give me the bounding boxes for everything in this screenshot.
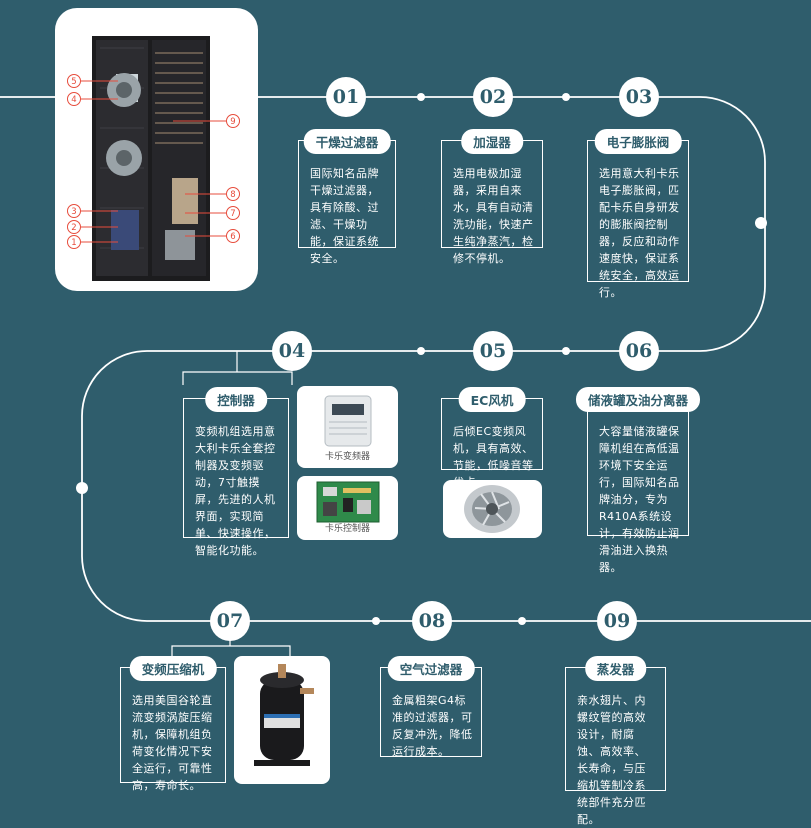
step-number-04: 04 <box>272 331 312 371</box>
step-number-09: 09 <box>597 601 637 641</box>
card-dryer-filter: 干燥过滤器 国际知名品牌干燥过滤器，具有除酸、过滤、干燥功能，保证系统安全。 <box>298 129 396 265</box>
card-title: 干燥过滤器 <box>303 129 391 154</box>
hero-product-card: 5 4 9 3 2 1 8 7 6 <box>55 8 258 291</box>
step-number-06: 06 <box>619 331 659 371</box>
card-text: 亲水翅片、内螺纹管的高效设计，耐腐蚀、高效率、长寿命，与压缩机等制冷系统部件充分… <box>577 694 646 826</box>
callout-7: 7 <box>230 209 235 219</box>
card-text: 金属粗架G4标准的过滤器，可反复冲洗，降低运行成本。 <box>392 694 473 758</box>
callout-2: 2 <box>71 223 76 233</box>
card-title: 控制器 <box>205 387 267 412</box>
variable-frequency-drive-illustration <box>324 395 372 447</box>
step-number-05: 05 <box>473 331 513 371</box>
callout-9: 9 <box>230 117 235 127</box>
photo-caption: 卡乐变频器 <box>324 452 370 462</box>
photo-carel-controller: 卡乐控制器 <box>297 476 398 540</box>
scroll-compressor-illustration <box>254 664 314 766</box>
card-humidifier: 加湿器 选用电极加湿器，采用自来水，具有自动清洗功能，快速产生纯净蒸汽，检修不停… <box>441 129 543 265</box>
card-air-filter: 空气过滤器 金属粗架G4标准的过滤器，可反复冲洗，降低运行成本。 <box>380 656 482 758</box>
card-inverter-compressor: 变频压缩机 选用美国谷轮直流变频涡旋压缩机，保障机组负荷变化情况下安全运行，可靠… <box>120 656 226 792</box>
card-text: 变频机组选用意大利卡乐全套控制器及变频驱动，7寸触摸屏，先进的人机界面，实现简单… <box>195 425 276 557</box>
photo-carel-drive: 卡乐变频器 <box>297 386 398 468</box>
card-controller: 控制器 变频机组选用意大利卡乐全套控制器及变频驱动，7寸触摸屏，先进的人机界面，… <box>183 387 289 557</box>
card-evaporator: 蒸发器 亲水翅片、内螺纹管的高效设计，耐腐蚀、高效率、长寿命，与压缩机等制冷系统… <box>565 656 666 826</box>
card-text: 国际知名品牌干燥过滤器，具有除酸、过滤、干燥功能，保证系统安全。 <box>310 167 379 265</box>
step-number-08: 08 <box>412 601 452 641</box>
card-text: 选用电极加湿器，采用自来水，具有自动清洗功能，快速产生纯净蒸汽，检修不停机。 <box>453 167 534 265</box>
card-title: 加湿器 <box>461 129 523 154</box>
callout-8: 8 <box>230 190 235 200</box>
card-text: 大容量储液罐保障机组在高低温环境下安全运行，国际知名品牌油分，专为R410A系统… <box>599 425 680 574</box>
precision-ac-unit-illustration: 5 4 9 3 2 1 8 7 6 <box>67 36 240 281</box>
photo-caption: 卡乐控制器 <box>324 524 370 534</box>
card-title: EC风机 <box>458 387 526 412</box>
step-number-01: 01 <box>326 77 366 117</box>
step-number-03: 03 <box>619 77 659 117</box>
ec-fan-illustration <box>464 485 520 533</box>
step-number-02: 02 <box>473 77 513 117</box>
callout-1: 1 <box>71 238 76 248</box>
card-title: 电子膨胀阀 <box>594 129 682 154</box>
callout-5: 5 <box>71 77 76 87</box>
card-liquid-receiver-oil-separator: 储液罐及油分离器 大容量储液罐保障机组在高低温环境下安全运行，国际知名品牌油分，… <box>575 387 701 574</box>
card-electronic-expansion-valve: 电子膨胀阀 选用意大利卡乐电子膨胀阀，匹配卡乐自身研发的膨胀阀控制器，反应和动作… <box>587 129 689 299</box>
card-text: 选用意大利卡乐电子膨胀阀，匹配卡乐自身研发的膨胀阀控制器，反应和动作速度快，保证… <box>599 167 680 299</box>
photo-compressor <box>234 656 330 784</box>
callout-4: 4 <box>71 95 76 105</box>
callout-6: 6 <box>230 232 235 242</box>
card-text: 选用美国谷轮直流变频涡旋压缩机，保障机组负荷变化情况下安全运行，可靠性高，寿命长… <box>132 694 213 792</box>
callout-3: 3 <box>71 207 76 217</box>
step-number-07: 07 <box>210 601 250 641</box>
card-ec-fan: EC风机 后倾EC变频风机，具有高效、节能，低噪音等优点。 <box>441 387 543 489</box>
card-title: 储液罐及油分离器 <box>575 387 701 412</box>
card-title: 蒸发器 <box>584 656 647 681</box>
card-title: 空气过滤器 <box>387 656 475 681</box>
controller-board-illustration <box>316 481 380 523</box>
card-title: 变频压缩机 <box>129 656 217 681</box>
photo-ec-fan <box>443 480 542 538</box>
